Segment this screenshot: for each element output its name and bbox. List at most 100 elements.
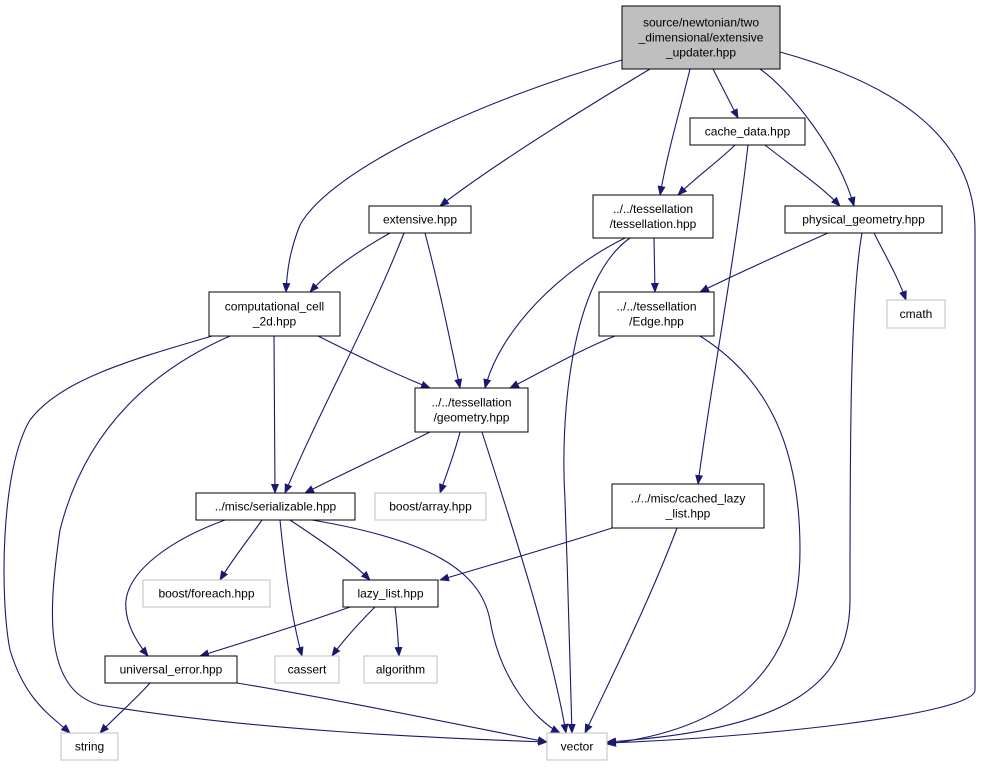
nodes-layer: source/newtonian/two_dimensional/extensi…: [60, 5, 946, 761]
node-boost-array-hpp: boost/array.hpp: [374, 492, 487, 521]
node-extensive-updater-hpp-label-line: source/newtonian/two: [643, 16, 759, 30]
edge-cachedlazy-to-lazy: [439, 527, 613, 582]
node-cassert: cassert: [274, 655, 340, 684]
node-algorithm-label-line: algorithm: [376, 663, 425, 677]
node-extensive-updater-hpp[interactable]: source/newtonian/two_dimensional/extensi…: [621, 5, 781, 70]
node-geometry-hpp-box[interactable]: [414, 387, 529, 433]
node-boost-foreach-hpp-label-line: boost/foreach.hpp: [158, 587, 254, 601]
node-cached-lazy-list-hpp-label-line: ../../misc/cached_lazy: [631, 492, 746, 506]
edge-edge-to-geom: [509, 335, 616, 389]
edge-root-to-phys: [759, 68, 856, 207]
edge-serial-to-uerr: [125, 519, 226, 657]
node-computational-cell-2d-hpp[interactable]: computational_cell_2d.hpp: [208, 291, 341, 337]
edges-layer: [3, 51, 976, 747]
node-computational-cell-2d-hpp-label-line: computational_cell: [225, 300, 324, 314]
node-edge-hpp-label-line: /Edge.hpp: [629, 315, 684, 329]
edge-root-to-tess: [657, 68, 691, 196]
node-boost-array-hpp-label-line: boost/array.hpp: [389, 500, 472, 514]
node-extensive-hpp-label-line: extensive.hpp: [383, 213, 457, 227]
edge-extensive-to-geom: [424, 232, 463, 389]
node-cache-data-hpp[interactable]: cache_data.hpp: [689, 117, 806, 146]
edge-cache-to-phys: [764, 144, 841, 207]
node-physical-geometry-hpp-box[interactable]: [784, 205, 943, 234]
edge-comp-to-geom: [317, 335, 431, 389]
edge-edge-to-vector: [606, 335, 801, 747]
node-algorithm: algorithm: [363, 655, 438, 684]
node-lazy-list-hpp[interactable]: lazy_list.hpp: [342, 579, 439, 608]
edge-cachedlazy-to-vector: [584, 527, 678, 734]
node-cmath-box: [886, 299, 946, 329]
edge-uerr-to-vector: [236, 682, 548, 745]
node-extensive-hpp-box[interactable]: [368, 205, 472, 234]
node-physical-geometry-hpp-label-line: physical_geometry.hpp: [802, 213, 925, 227]
node-universal-error-hpp-label-line: universal_error.hpp: [120, 663, 223, 677]
edge-serial-to-boostforeach: [219, 519, 263, 581]
edge-phys-to-edge: [699, 232, 829, 293]
node-physical-geometry-hpp[interactable]: physical_geometry.hpp: [784, 205, 943, 234]
node-cached-lazy-list-hpp[interactable]: ../../misc/cached_lazy_list.hpp: [611, 483, 765, 529]
edge-lazy-to-cassert: [331, 606, 376, 657]
node-geometry-hpp-label-line: ../../tessellation: [431, 396, 511, 410]
node-boost-foreach-hpp-box: [142, 579, 271, 608]
node-edge-hpp-box[interactable]: [598, 291, 715, 337]
node-cmath-label-line: cmath: [900, 307, 933, 321]
edge-geom-to-boostarray: [439, 431, 461, 494]
node-string-label-line: string: [75, 740, 104, 754]
node-vector-box: [546, 732, 608, 761]
node-tessellation-hpp-label-line: ../../tessellation: [613, 202, 693, 216]
node-cassert-box: [274, 655, 340, 684]
edge-comp-to-serial: [270, 335, 279, 494]
node-string: string: [60, 732, 119, 761]
edge-tess-to-geom: [483, 237, 626, 389]
node-serializable-hpp-label-line: ../misc/serializable.hpp: [215, 500, 337, 514]
node-tessellation-hpp-box[interactable]: [592, 194, 714, 239]
edge-comp-to-string: [3, 335, 213, 734]
edge-phys-to-vector: [606, 232, 863, 746]
edge-root-to-vector: [606, 51, 976, 747]
node-computational-cell-2d-hpp-box[interactable]: [208, 291, 341, 337]
node-cassert-label-line: cassert: [288, 663, 327, 677]
node-serializable-hpp[interactable]: ../misc/serializable.hpp: [195, 492, 356, 521]
node-vector: vector: [546, 732, 608, 761]
edge-root-to-comp: [282, 59, 623, 293]
edge-serial-to-lazy: [289, 519, 371, 581]
edge-serial-to-vector: [311, 519, 561, 734]
node-cached-lazy-list-hpp-label-line: _list.hpp: [665, 507, 711, 521]
node-universal-error-hpp-box[interactable]: [104, 655, 238, 684]
node-extensive-hpp[interactable]: extensive.hpp: [368, 205, 472, 234]
edge-geom-to-serial: [304, 431, 431, 494]
node-edge-hpp[interactable]: ../../tessellation/Edge.hpp: [598, 291, 715, 337]
edge-cache-to-tess: [677, 144, 736, 196]
edge-uerr-to-string: [99, 682, 151, 734]
node-tessellation-hpp[interactable]: ../../tessellation/tessellation.hpp: [592, 194, 714, 239]
node-boost-foreach-hpp: boost/foreach.hpp: [142, 579, 271, 608]
node-extensive-updater-hpp-label-line: _dimensional/extensive: [638, 31, 764, 45]
node-cache-data-hpp-label-line: cache_data.hpp: [705, 125, 791, 139]
node-extensive-updater-hpp-label-line: _updater.hpp: [665, 46, 736, 60]
edge-tess-to-edge: [650, 237, 659, 293]
node-tessellation-hpp-label-line: /tessellation.hpp: [610, 217, 697, 231]
edge-geom-to-vector: [481, 431, 569, 734]
node-geometry-hpp-label-line: /geometry.hpp: [434, 411, 510, 425]
node-cache-data-hpp-box[interactable]: [689, 117, 806, 146]
edge-extensive-to-serial: [284, 232, 405, 494]
node-universal-error-hpp[interactable]: universal_error.hpp: [104, 655, 238, 684]
node-serializable-hpp-box[interactable]: [195, 492, 356, 521]
node-string-box: [60, 732, 119, 761]
edge-root-to-cache: [712, 68, 739, 119]
node-edge-hpp-label-line: ../../tessellation: [616, 300, 696, 314]
edge-phys-to-cmath: [873, 232, 907, 301]
edge-comp-to-vector: [51, 335, 548, 746]
edge-cache-to-cachedlazy: [695, 144, 749, 485]
node-extensive-updater-hpp-box[interactable]: [621, 5, 781, 70]
node-cached-lazy-list-hpp-box[interactable]: [611, 483, 765, 529]
node-boost-array-hpp-box: [374, 492, 487, 521]
edge-lazy-to-uerr: [199, 606, 351, 658]
edge-lazy-to-algorithm: [394, 606, 403, 657]
node-computational-cell-2d-hpp-label-line: _2d.hpp: [252, 315, 297, 329]
node-lazy-list-hpp-box[interactable]: [342, 579, 439, 608]
node-algorithm-box: [363, 655, 438, 684]
edge-extensive-to-comp: [309, 232, 391, 293]
node-geometry-hpp[interactable]: ../../tessellation/geometry.hpp: [414, 387, 529, 433]
edge-serial-to-cassert: [279, 519, 304, 657]
